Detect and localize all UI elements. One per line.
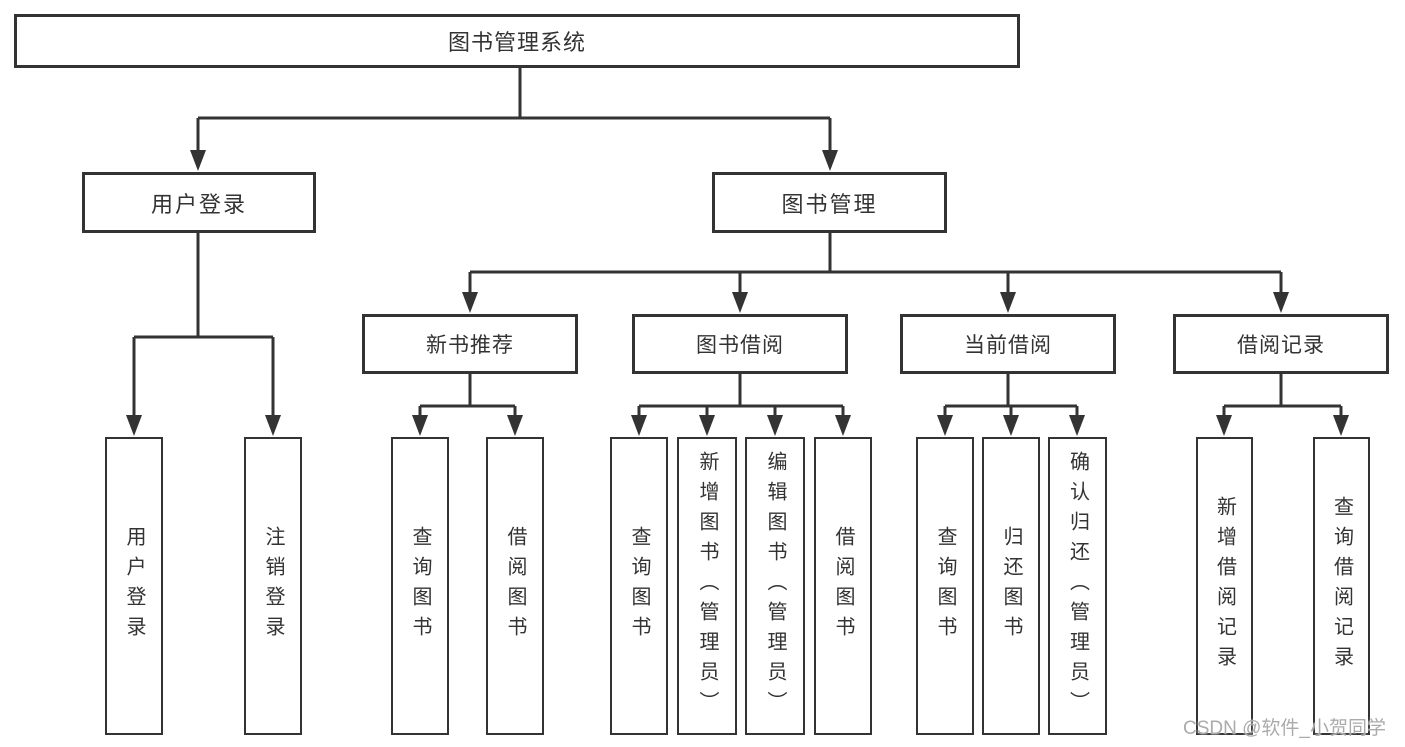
node-label: 图书借阅	[696, 334, 784, 357]
leaf-user-login: 用户登录	[105, 437, 163, 735]
node-label: 新书推荐	[426, 334, 514, 357]
leaf-query-borrow-record: 查询借阅记录	[1313, 437, 1370, 735]
leaf-query-books-current: 查询图书	[916, 437, 974, 735]
csdn-watermark: CSDN @软件_小贺同学	[1183, 718, 1386, 739]
leaf-label: 查询图书	[628, 526, 650, 646]
leaf-query-books-borrow: 查询图书	[610, 437, 668, 735]
node-book-management-branch: 图书管理	[712, 172, 947, 233]
leaf-query-books-recommend: 查询图书	[391, 437, 449, 735]
leaf-label: 查询借阅记录	[1330, 496, 1353, 676]
leaf-label: 编辑图书（管理员）	[764, 451, 786, 721]
leaf-label: 借阅图书	[504, 526, 526, 646]
node-library-management-system: 图书管理系统	[14, 14, 1020, 68]
leaf-borrow-books-recommend: 借阅图书	[486, 437, 544, 735]
leaf-label: 注销登录	[262, 526, 284, 646]
connector-arrowheads	[126, 150, 1349, 436]
leaf-logout: 注销登录	[244, 437, 302, 735]
node-label: 用户登录	[150, 191, 247, 217]
leaf-label: 新增图书（管理员）	[696, 451, 718, 721]
node-current-borrow: 当前借阅	[900, 314, 1116, 374]
node-borrow-records: 借阅记录	[1173, 314, 1389, 374]
leaf-label: 新增借阅记录	[1213, 496, 1236, 676]
leaf-label: 确认归还（管理员）	[1066, 451, 1089, 721]
leaf-edit-books-admin: 编辑图书（管理员）	[745, 437, 805, 735]
leaf-return-books: 归还图书	[982, 437, 1040, 735]
leaf-confirm-return-admin: 确认归还（管理员）	[1048, 437, 1107, 735]
node-label: 图书管理系统	[447, 30, 586, 55]
leaf-label: 查询图书	[409, 526, 431, 646]
leaf-add-borrow-record: 新增借阅记录	[1196, 437, 1253, 735]
connector-stems	[132, 68, 1343, 420]
leaf-label: 用户登录	[123, 526, 145, 646]
leaf-label: 查询图书	[934, 526, 956, 646]
leaf-borrow-books: 借阅图书	[814, 437, 872, 735]
node-user-login-branch: 用户登录	[82, 172, 316, 233]
node-new-book-recommend: 新书推荐	[362, 314, 578, 374]
leaf-add-books-admin: 新增图书（管理员）	[677, 437, 737, 735]
node-label: 当前借阅	[964, 334, 1052, 357]
node-book-borrow: 图书借阅	[632, 314, 848, 374]
leaf-label: 归还图书	[1000, 526, 1022, 646]
node-label: 图书管理	[781, 191, 878, 217]
node-label: 借阅记录	[1237, 334, 1325, 357]
leaf-label: 借阅图书	[832, 526, 854, 646]
